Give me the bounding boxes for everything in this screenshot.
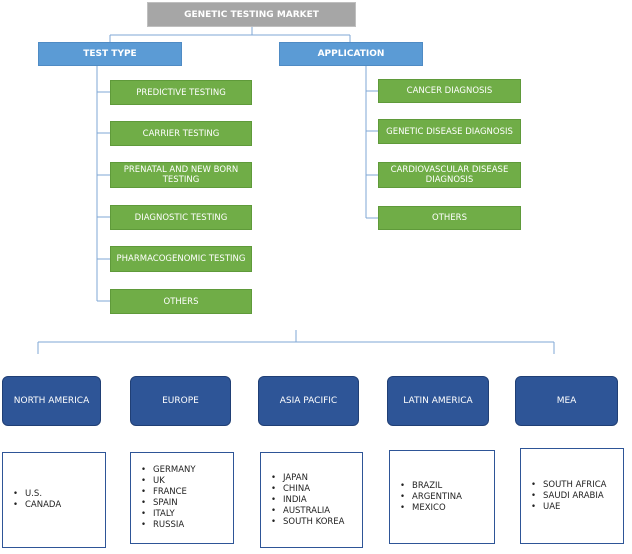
application-item-cancer: CANCER DIAGNOSIS xyxy=(378,79,521,103)
country-item: CANADA xyxy=(13,500,61,511)
region-latin-america: LATIN AMERICA xyxy=(387,376,489,426)
test-type-item-diagnostic: DIAGNOSTIC TESTING xyxy=(110,205,252,230)
country-item: AUSTRALIA xyxy=(271,506,344,517)
country-list-asia-pacific: JAPAN CHINA INDIA AUSTRALIA SOUTH KOREA xyxy=(260,452,363,548)
country-item: SOUTH KOREA xyxy=(271,517,344,528)
country-list-latin-america: BRAZIL ARGENTINA MEXICO xyxy=(389,450,495,544)
diagram-title: GENETIC TESTING MARKET xyxy=(147,2,356,27)
application-item-others: OTHERS xyxy=(378,206,521,230)
country-item: U.S. xyxy=(13,489,61,500)
application-item-cardiovascular: CARDIOVASCULAR DISEASE DIAGNOSIS xyxy=(378,162,521,188)
country-item: MEXICO xyxy=(400,503,462,514)
application-item-genetic-disease: GENETIC DISEASE DIAGNOSIS xyxy=(378,119,521,144)
country-item: JAPAN xyxy=(271,473,344,484)
country-item: ARGENTINA xyxy=(400,492,462,503)
country-item: SPAIN xyxy=(141,498,196,509)
region-asia-pacific: ASIA PACIFIC xyxy=(258,376,359,426)
test-type-item-predictive: PREDICTIVE TESTING xyxy=(110,80,252,105)
region-mea: MEA xyxy=(515,376,618,426)
country-item: GERMANY xyxy=(141,465,196,476)
country-item: ITALY xyxy=(141,509,196,520)
country-list-mea: SOUTH AFRICA SAUDI ARABIA UAE xyxy=(520,448,624,544)
country-item: BRAZIL xyxy=(400,481,462,492)
region-europe: EUROPE xyxy=(130,376,231,426)
country-item: FRANCE xyxy=(141,487,196,498)
country-item: SOUTH AFRICA xyxy=(531,480,606,491)
country-list-europe: GERMANY UK FRANCE SPAIN ITALY RUSSIA xyxy=(130,452,234,544)
test-type-item-pharmacogenomic: PHARMACOGENOMIC TESTING xyxy=(110,246,252,272)
country-list-north-america: U.S. CANADA xyxy=(2,452,106,548)
country-item: CHINA xyxy=(271,484,344,495)
test-type-item-carrier: CARRIER TESTING xyxy=(110,121,252,146)
test-type-item-others: OTHERS xyxy=(110,289,252,314)
category-application: APPLICATION xyxy=(279,42,423,66)
country-item: SAUDI ARABIA xyxy=(531,491,606,502)
category-test-type: TEST TYPE xyxy=(38,42,182,66)
country-item: RUSSIA xyxy=(141,520,196,531)
country-item: INDIA xyxy=(271,495,344,506)
test-type-item-prenatal: PRENATAL AND NEW BORN TESTING xyxy=(110,162,252,188)
region-north-america: NORTH AMERICA xyxy=(2,376,101,426)
country-item: UK xyxy=(141,476,196,487)
country-item: UAE xyxy=(531,502,606,513)
